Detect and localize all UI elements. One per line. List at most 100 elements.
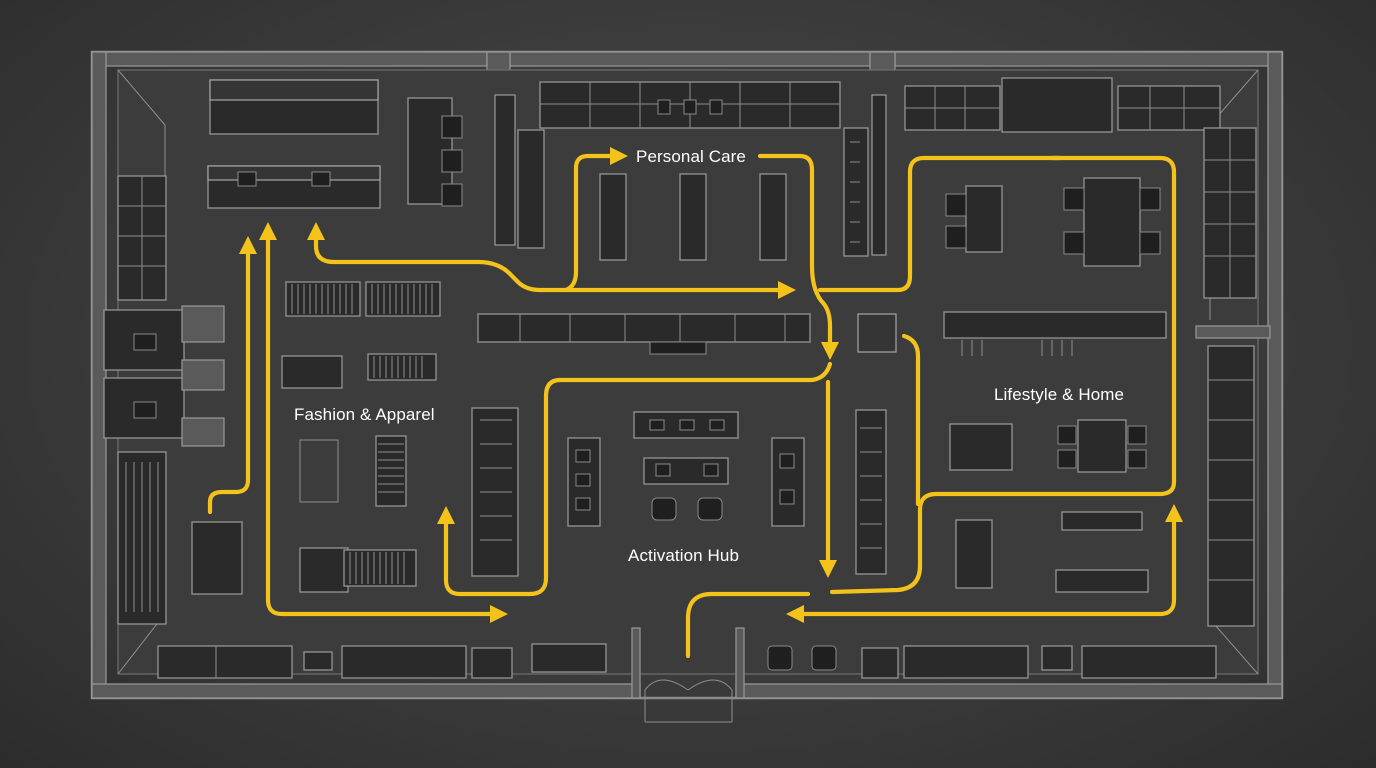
arrow-center-down <box>819 560 837 578</box>
top-wall-left <box>91 51 488 67</box>
flow-path-left-inner <box>207 243 251 515</box>
center-right-gondola-shelves <box>860 427 882 549</box>
flow-path-left-loop <box>265 229 503 617</box>
wall-rack-right-b <box>871 94 887 256</box>
arrow-checkout-up <box>307 222 325 240</box>
lifestyle-long-shelf-items <box>961 340 1073 356</box>
activation-seat-2 <box>697 497 723 521</box>
wall-rack-right <box>843 127 869 257</box>
lifestyle-low-rack <box>1061 511 1143 531</box>
fashion-fixtures <box>207 97 519 593</box>
top-right-cabinet <box>1001 77 1113 133</box>
arrow-bottom-right <box>490 605 508 623</box>
fitting-room-2-seat <box>133 401 157 419</box>
arrow-care-right <box>610 147 628 165</box>
bottom-wall-right <box>735 683 1283 699</box>
flow-path-lifestyle-loop <box>817 155 1177 595</box>
right-wall-shelf-dividers <box>1204 128 1256 298</box>
bottom-seat-2 <box>811 645 837 671</box>
bottom-bench-1 <box>531 643 607 673</box>
shelf-item-c <box>709 99 723 115</box>
bottom-block-2 <box>861 647 899 679</box>
lifestyle-chair-2c <box>1139 187 1161 211</box>
activation-fixtures <box>567 411 805 527</box>
personal-care-shelf-2 <box>679 173 707 261</box>
arrow-care-down <box>821 342 839 360</box>
arrow-right-lower-left <box>786 605 804 623</box>
activation-left-item-2 <box>575 473 591 487</box>
display-chair-2 <box>441 149 463 173</box>
wall-rack-right-items <box>850 141 860 243</box>
lifestyle-chair-3d <box>1127 449 1147 469</box>
clothing-rack-3-hangers <box>373 356 423 378</box>
alcove-wall-1 <box>181 305 225 343</box>
arrow-to-care <box>778 281 796 299</box>
top-left-cabinet-top <box>209 79 379 101</box>
zone-label-personal-care: Personal Care <box>636 147 746 166</box>
left-fixtures <box>117 175 243 625</box>
clothing-rack-3 <box>367 353 437 381</box>
flow-path-right-lower <box>793 511 1177 617</box>
lifestyle-table-2 <box>1083 177 1141 267</box>
counter-base <box>649 341 707 355</box>
activation-right-table <box>771 437 805 527</box>
alcove-wall-3 <box>181 417 225 447</box>
center-left-gondola-shelves <box>480 419 512 541</box>
activation-top-item-2 <box>679 419 695 431</box>
display-chair-1 <box>441 115 463 139</box>
activation-center-item-1 <box>655 463 671 477</box>
clothing-rack-2 <box>365 281 441 317</box>
right-wall-rack <box>1207 345 1255 627</box>
fitting-room-1-seat <box>133 333 157 351</box>
personal-care-fixtures <box>477 173 897 355</box>
entrance-jamb-right <box>735 627 745 699</box>
top-right-shelving-a-dividers <box>905 86 1000 130</box>
right-wall-rack-dividers <box>1208 379 1254 581</box>
lifestyle-chair-3b <box>1057 449 1077 469</box>
lifestyle-chair-3a <box>1057 425 1077 445</box>
left-counter <box>191 521 243 595</box>
activation-left-item-3 <box>575 497 591 511</box>
left-wall-shelf-dividers <box>118 176 166 300</box>
bottom-shelf-4 <box>1081 645 1217 679</box>
top-wall-right <box>894 51 1283 67</box>
activation-left-item-1 <box>575 449 591 463</box>
display-chair-3 <box>441 183 463 207</box>
clothing-rack-5-hangers <box>349 552 405 584</box>
clothing-rack-4 <box>375 435 407 507</box>
lifestyle-chair-1b <box>945 225 967 249</box>
activation-center-item-2 <box>703 463 719 477</box>
lifestyle-table-1 <box>965 185 1003 253</box>
alcove-wall-2 <box>181 359 225 391</box>
fashion-frame-stand <box>299 439 339 503</box>
lifestyle-chair-3c <box>1127 425 1147 445</box>
center-right-gondola <box>855 409 887 575</box>
lifestyle-sofa <box>949 423 1013 471</box>
activation-top-item-1 <box>649 419 665 431</box>
clothing-rack-1-hangers <box>291 284 353 314</box>
register-2 <box>311 171 331 187</box>
bottom-block-1 <box>471 647 513 679</box>
clothing-rack-4-hangers <box>378 443 404 493</box>
activation-right-item-2 <box>779 489 795 505</box>
left-wall-rack-hangers <box>125 462 159 612</box>
lifestyle-long-shelf <box>943 311 1167 339</box>
arrow-left-inner-up <box>239 236 257 254</box>
personal-care-shelf-3 <box>759 173 787 261</box>
arrow-activation-up <box>437 506 455 524</box>
entrance-jamb-left <box>631 627 641 699</box>
zone-label-lifestyle-home: Lifestyle & Home <box>994 385 1124 404</box>
bottom-shelf-2 <box>341 645 467 679</box>
clothing-rack-1 <box>285 281 361 317</box>
bottom-shelf-3 <box>903 645 1029 679</box>
zone-label-fashion-apparel: Fashion & Apparel <box>294 405 435 424</box>
personal-care-shelf-1 <box>599 173 627 261</box>
entrance-door <box>644 679 733 722</box>
wall-rack-left <box>494 94 516 246</box>
fashion-table <box>281 355 343 389</box>
flow-path-care-up <box>563 153 621 293</box>
flow-path-activation-loop <box>443 361 833 597</box>
clothing-rack-2-hangers <box>371 284 433 314</box>
